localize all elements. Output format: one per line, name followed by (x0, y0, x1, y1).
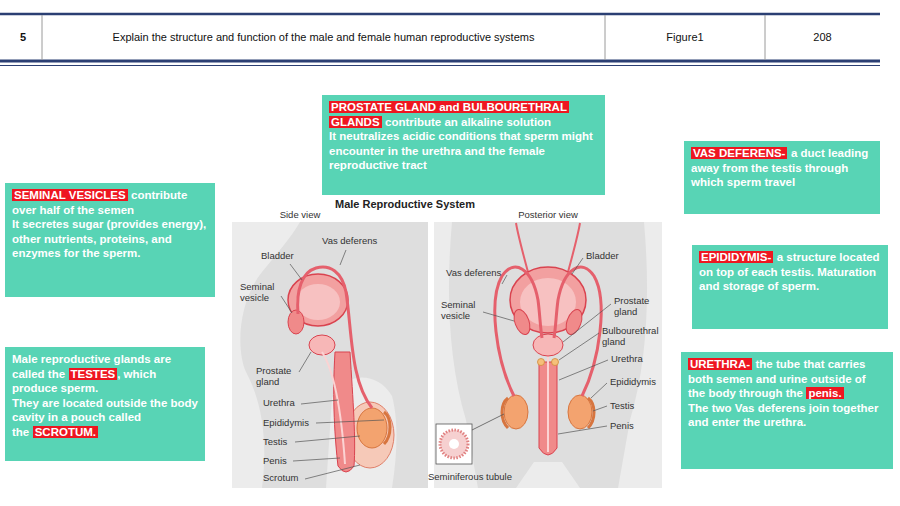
header-rules (42, 15, 43, 60)
callout-box: URETHRA-the tube that carries both semen… (681, 352, 893, 469)
header-rules (0, 13, 880, 16)
header-rules (0, 14, 880, 66)
diagram-title: Male Reproductive System (335, 198, 475, 211)
part-label: Seminal vesicle (240, 282, 282, 304)
leader-lines (593, 406, 607, 411)
part-label: Scrotum (263, 473, 298, 484)
part-label: Urethra (611, 354, 643, 365)
side-view-organs (288, 310, 304, 334)
posterior-view-organs (552, 359, 559, 366)
leader-lines (558, 426, 607, 434)
leader-lines (502, 275, 507, 284)
part-label: Testis (610, 401, 634, 412)
seminiferous-inset (436, 424, 472, 464)
leader-lines (572, 258, 583, 274)
highlighted-term: TESTES (69, 368, 118, 380)
leader-lines (290, 264, 302, 280)
figure-panels (232, 222, 428, 488)
posterior-view-organs (554, 267, 601, 396)
leader-lines (293, 458, 340, 461)
leader-lines (340, 250, 346, 265)
highlighted-term: VAS DEFERENS- (691, 147, 787, 159)
leader-lines (301, 400, 338, 404)
part-label: Penis (263, 456, 287, 467)
part-label: Vas deferens (322, 236, 377, 247)
part-label: Testis (263, 437, 287, 448)
part-label: Bladder (586, 251, 619, 262)
posterior-view-organs (547, 350, 549, 452)
leader-lines (559, 333, 599, 360)
side-view-organs (384, 412, 390, 444)
part-label: Epididymis (610, 377, 656, 388)
posterior-view-organs (533, 334, 563, 356)
callout-text: contribute an alkaline solution (385, 116, 551, 128)
figure-panels (240, 222, 428, 488)
leader-lines (316, 420, 384, 423)
seminiferous-inset (440, 430, 468, 458)
callout-box: Male reproductive glands are called theT… (5, 347, 205, 461)
part-label: Vas deferens (446, 268, 501, 279)
seminiferous-inset (449, 439, 459, 449)
header-rules (0, 60, 880, 63)
header-rules (0, 65, 880, 66)
part-label: Bladder (261, 251, 294, 262)
highlighted-term: SCROTUM. (33, 426, 98, 438)
highlighted-term: penis. (806, 387, 843, 399)
seminiferous-inset (472, 414, 504, 430)
callout-box: SEMINAL VESICLEScontribute over half of … (5, 183, 215, 297)
callout-box: EPIDIDYMIS-a structure located on top of… (692, 245, 888, 329)
posterior-view-organs (511, 307, 533, 336)
posterior-view-organs (502, 398, 508, 428)
part-label: Bulbourethral gland (602, 326, 666, 348)
header-cell: 208 (765, 31, 880, 44)
header-rules (605, 15, 606, 60)
callout-box: PROSTATE GLAND and BULBOURETHRAL GLANDSc… (322, 95, 605, 195)
leader-lines (295, 436, 360, 442)
leader-lines (559, 360, 608, 380)
part-label: Penis (610, 421, 634, 432)
side-view-organs (357, 408, 387, 448)
part-label: Urethra (263, 398, 295, 409)
view-label: Posterior view (508, 210, 588, 221)
callout-text: It neutralizes acidic conditions that sp… (329, 130, 593, 171)
part-label: Prostate gland (256, 366, 300, 388)
callout-box: VAS DEFERENS-a duct leading away from th… (684, 141, 880, 214)
leader-lines (281, 250, 611, 479)
leader-lines (281, 296, 292, 313)
callout-text: It secretes sugar (provides energy), oth… (12, 218, 206, 259)
figure-panels (232, 222, 662, 488)
callout-text: The two Vas deferens join together and e… (688, 402, 878, 429)
header-cell: 5 (8, 31, 38, 44)
posterior-view-organs (516, 223, 528, 272)
header-rules (765, 15, 766, 60)
seminiferous-inset (436, 414, 504, 464)
highlighted-term: EPIDIDYMIS- (699, 251, 773, 263)
posterior-view-organs (495, 223, 601, 455)
side-view-organs (288, 267, 394, 472)
highlighted-term: URETHRA- (688, 358, 752, 370)
leader-lines (299, 352, 311, 372)
highlighted-term: SEMINAL VESICLES (12, 189, 128, 201)
posterior-view-organs (563, 307, 585, 336)
figure-panels (434, 222, 662, 488)
leader-lines (591, 383, 607, 398)
posterior-view-organs (495, 267, 542, 396)
posterior-view-organs (538, 359, 545, 366)
part-label: Seminiferous tubule (428, 472, 512, 483)
posterior-view-organs (588, 398, 594, 428)
leader-lines (483, 312, 514, 321)
view-label: Side view (260, 210, 340, 221)
side-view-organs (298, 267, 372, 408)
part-label: Seminal vesicle (441, 300, 483, 322)
part-label: Epididymis (263, 418, 309, 429)
figure-panels (449, 222, 647, 488)
leader-lines (305, 465, 360, 479)
header-cell: Figure1 (605, 31, 765, 44)
header-cell: Explain the structure and function of th… (42, 31, 605, 44)
side-view-organs (322, 352, 345, 464)
part-label: Prostate gland (614, 296, 658, 318)
